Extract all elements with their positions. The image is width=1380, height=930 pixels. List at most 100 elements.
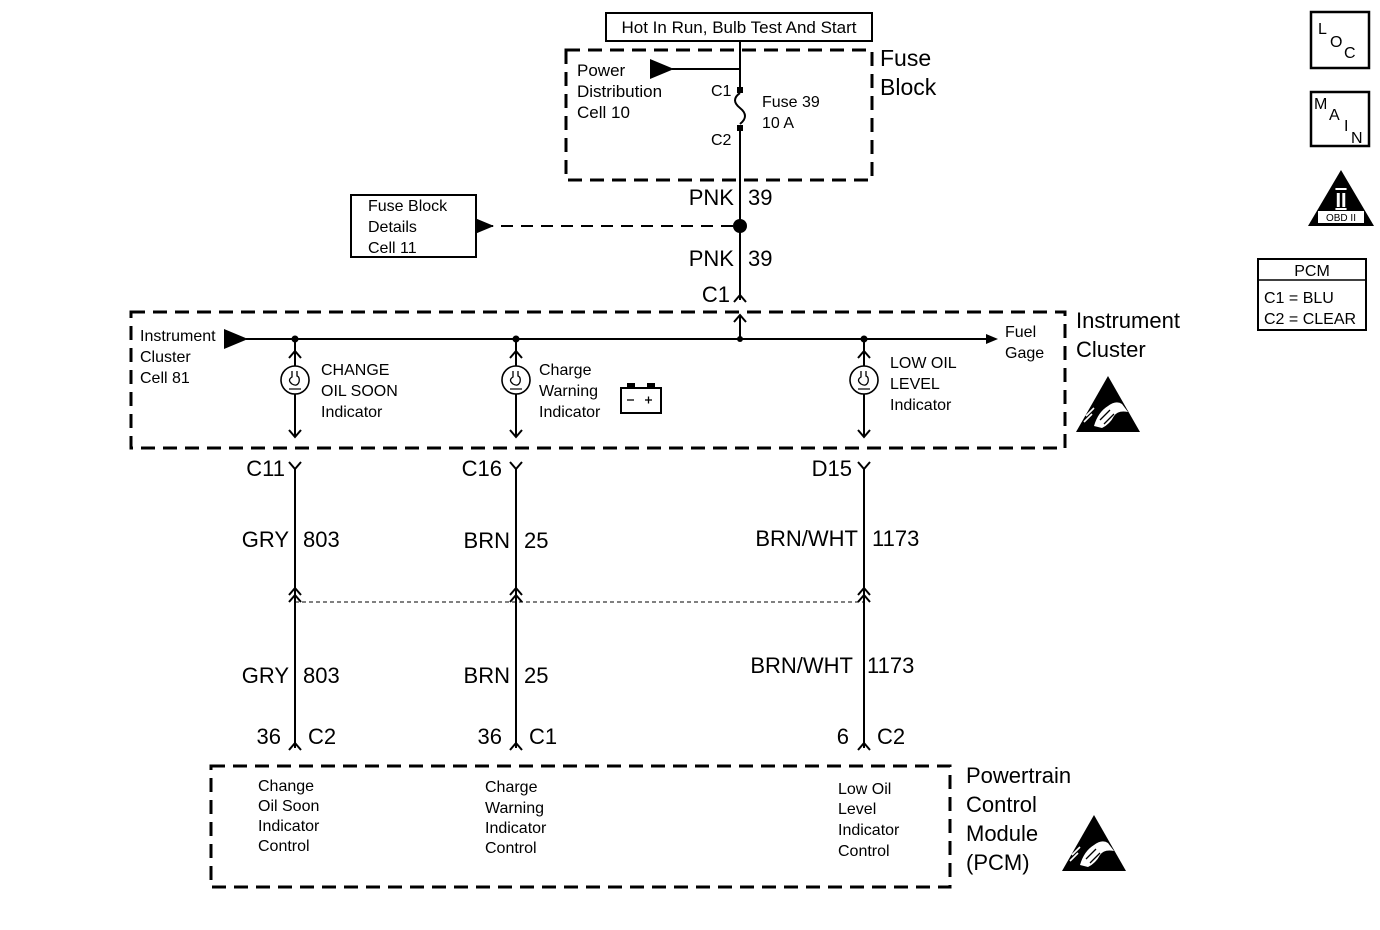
fuse-rating: 10 A: [762, 115, 794, 132]
connector-c16: C16: [462, 456, 502, 481]
instrument-cluster-boundary: [129, 310, 1067, 450]
main-icon-n: N: [1351, 130, 1363, 147]
cluster-connector-label: C1: [702, 282, 730, 307]
instrument-cluster-label-2: Cluster: [1076, 337, 1146, 362]
indicator-top-conn-2: [509, 349, 523, 359]
fuse-block-details-box: [350, 194, 477, 258]
pcm-label-line4: (PCM): [966, 850, 1030, 875]
fuse-symbol: [734, 92, 746, 125]
pcm-legend-c2: C2 = CLEAR: [1264, 311, 1356, 328]
fuse-block-label: Fuse: [880, 45, 931, 71]
pcm-control-3-line4: Control: [838, 843, 890, 860]
cluster-ref-line1: Instrument: [140, 328, 216, 345]
connector-d15-symbol: [857, 461, 871, 471]
inline-connector-2-bottom: [509, 593, 523, 603]
pnk-wire-circuit-1: 39: [748, 185, 772, 210]
circuit-1-color-top: GRY: [242, 527, 290, 552]
indicator-1-line1: CHANGE: [321, 362, 389, 379]
pcm-connector-1: [288, 741, 302, 751]
loc-icon-c: C: [1344, 45, 1356, 62]
pnk-wire-circuit-2: 39: [748, 246, 772, 271]
inline-connector-2-top: [509, 586, 523, 596]
pnk-wire-color-2: PNK: [689, 246, 735, 271]
pcm-control-2-line2: Warning: [485, 800, 544, 817]
bulb-icon: [501, 365, 531, 395]
indicator-top-conn-3: [857, 349, 871, 359]
esd-warning-icon: [1061, 814, 1127, 872]
pcm-control-1-line1: Change: [258, 778, 314, 795]
pcm-legend: PCM C1 = BLU C2 = CLEAR: [1257, 258, 1367, 331]
inline-connector-3-top: [857, 586, 871, 596]
pcm-label-line1: Powertrain: [966, 763, 1071, 788]
indicator-bottom-arrow-3: [857, 429, 871, 439]
indicator-3-line1: LOW OIL: [890, 355, 957, 372]
pcm-boundary: [209, 764, 952, 889]
inline-connector-1-top: [288, 586, 302, 596]
fuel-gage-arrow: [986, 334, 998, 344]
pcm-connector-2: [509, 741, 523, 751]
indicator-1-line2: OIL SOON: [321, 383, 398, 400]
inline-connector-3-bottom: [857, 593, 871, 603]
loc-icon[interactable]: L O C: [1309, 10, 1371, 70]
power-distribution-line1: Power: [577, 61, 626, 80]
indicator-3-line3: Indicator: [890, 397, 952, 414]
indicator-bottom-arrow-2: [509, 429, 523, 439]
circuit-1-number-top: 803: [303, 527, 340, 552]
pcm-conn-2: C1: [529, 724, 557, 749]
circuit-1-color-bottom: GRY: [242, 663, 290, 688]
circuit-2-color-bottom: BRN: [464, 663, 510, 688]
fuse-name: Fuse 39: [762, 94, 820, 111]
indicator-1-line3: Indicator: [321, 404, 383, 421]
pcm-conn-1: C2: [308, 724, 336, 749]
loc-icon-l: L: [1318, 21, 1327, 38]
fuse-c1-terminal: [737, 87, 743, 93]
pcm-control-2-line3: Indicator: [485, 820, 547, 837]
cluster-ref-line2: Cluster: [140, 349, 191, 366]
pcm-connector-3: [857, 741, 871, 751]
pcm-conn-3: C2: [877, 724, 905, 749]
circuit-3-number-bottom: 1173: [867, 653, 914, 678]
inline-connector-1-bottom: [288, 593, 302, 603]
pcm-pin-1: 36: [257, 724, 281, 749]
bulb-icon: [849, 365, 879, 395]
fuse-c2-label: C2: [711, 132, 732, 149]
pcm-control-1-line3: Indicator: [258, 818, 320, 835]
pcm-control-3-line3: Indicator: [838, 822, 900, 839]
fuse-block-details-line3: Cell 11: [368, 240, 417, 257]
bulb-icon: [280, 365, 310, 395]
esd-warning-icon: [1075, 375, 1141, 433]
pcm-pin-2: 36: [478, 724, 502, 749]
obd-ii-text: OBD II: [1326, 213, 1356, 224]
header-box-label: Hot In Run, Bulb Test And Start: [622, 18, 857, 37]
pcm-legend-title: PCM: [1294, 263, 1330, 280]
indicator-2-line3: Indicator: [539, 404, 601, 421]
pcm-control-2-line1: Charge: [485, 779, 538, 796]
circuit-2-color-top: BRN: [464, 528, 510, 553]
main-icon-i: I: [1344, 118, 1348, 135]
indicator-3-line2: LEVEL: [890, 376, 940, 393]
loc-icon-o: O: [1330, 34, 1342, 51]
circuit-1-number-bottom: 803: [303, 663, 340, 688]
indicator-bottom-arrow-1: [288, 429, 302, 439]
fuse-c1-label: C1: [711, 83, 732, 100]
pcm-control-1-line2: Oil Soon: [258, 798, 319, 815]
splice-dot: [733, 219, 747, 233]
connector-d15: D15: [812, 456, 852, 481]
fuse-block-details-line2: Details: [368, 219, 417, 236]
pcm-label-line2: Control: [966, 792, 1037, 817]
pcm-control-2-line4: Control: [485, 840, 537, 857]
fuel-gage-line2: Gage: [1005, 345, 1044, 362]
fuse-block-details-line1: Fuse Block: [368, 198, 448, 215]
circuit-2-number-top: 25: [524, 528, 548, 553]
instrument-cluster-label: Instrument: [1076, 308, 1180, 333]
pcm-pin-3: 6: [837, 724, 849, 749]
pcm-control-3-line1: Low Oil: [838, 781, 891, 798]
power-distribution-line3: Cell 10: [577, 103, 630, 122]
indicator-2-line1: Charge: [539, 362, 592, 379]
pcm-control-3-line2: Level: [838, 801, 876, 818]
fuel-gage-line1: Fuel: [1005, 324, 1036, 341]
main-icon[interactable]: M A I N: [1309, 90, 1371, 148]
obd-ii-icon[interactable]: II OBD II: [1308, 170, 1374, 226]
connector-c11: C11: [246, 456, 285, 481]
